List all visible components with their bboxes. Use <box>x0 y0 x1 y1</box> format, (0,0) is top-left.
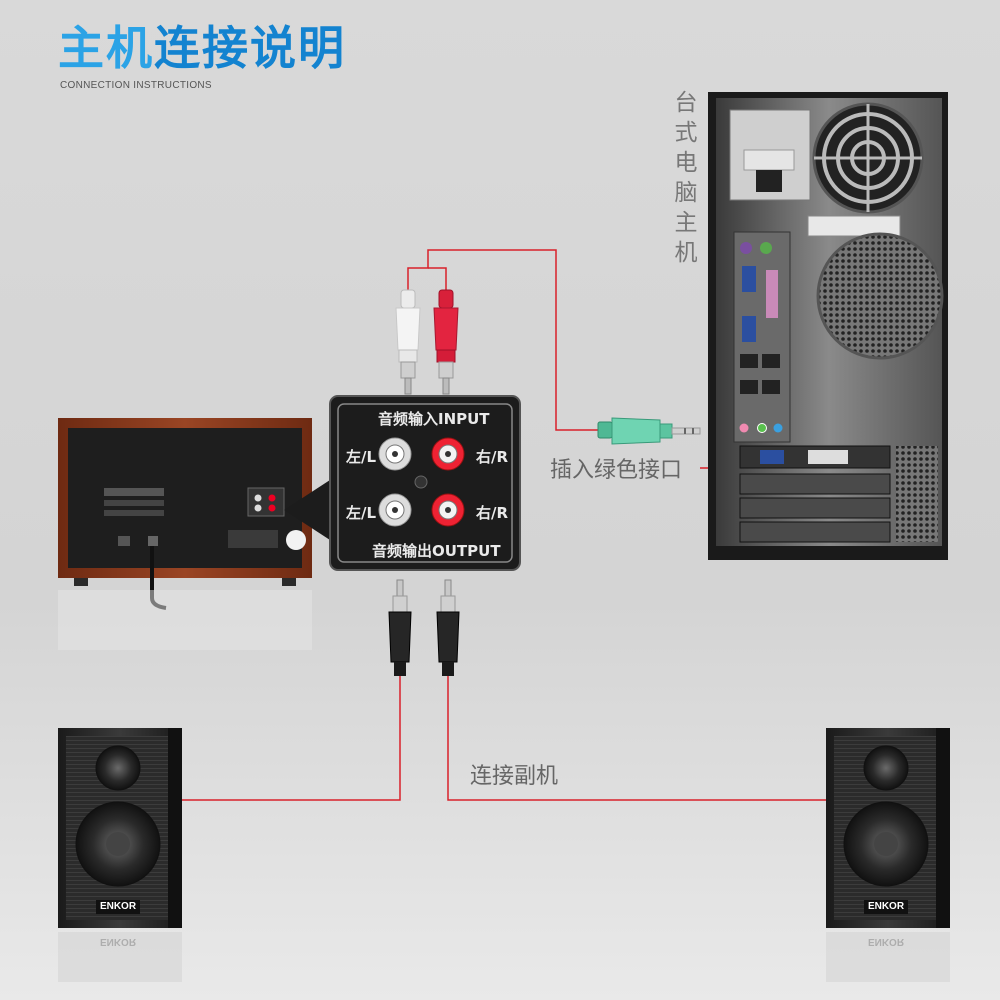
computer-tower-icon <box>708 92 948 560</box>
title-part-1: 主机 <box>58 21 154 75</box>
sub-unit-label: 连接副机 <box>470 764 559 789</box>
panel-left-top: 左/L <box>346 448 377 466</box>
speaker-left-brand: ENKOR <box>99 901 137 912</box>
panel-output-label: 音频输出OUTPUT <box>372 542 501 560</box>
page-subtitle: CONNECTION INSTRUCTIONS <box>60 80 212 91</box>
panel-input-label: 音频输入INPUT <box>378 410 490 428</box>
panel-left-bottom: 左/L <box>346 504 377 522</box>
computer-tower-label: 台式电脑主机 <box>674 90 698 266</box>
green-port-label: 插入绿色接口 <box>550 458 683 483</box>
speaker-right-brand-reflection: ENKOR <box>867 936 905 947</box>
wire-input <box>407 249 598 431</box>
wire-left-satellite <box>182 675 401 801</box>
speaker-right-brand: ENKOR <box>867 901 905 912</box>
satellite-speaker-left-icon <box>58 728 182 982</box>
rca-black-plug-left-icon <box>388 579 412 676</box>
audio-io-panel <box>329 395 521 571</box>
satellite-speaker-right-icon <box>826 728 950 982</box>
panel-right-top: 右/R <box>476 448 509 466</box>
callout-pointer <box>284 480 330 540</box>
rca-red-plug-icon <box>433 289 459 395</box>
rca-black-plug-right-icon <box>436 579 460 676</box>
wire-right-satellite <box>447 675 826 801</box>
page-title: 主机连接说明 <box>58 20 346 76</box>
rca-white-plug-icon <box>395 289 421 395</box>
title-part-2: 连接说明 <box>154 21 346 75</box>
subwoofer-icon <box>58 418 312 650</box>
panel-right-bottom: 右/R <box>476 504 509 522</box>
speaker-left-brand-reflection: ENKOR <box>99 936 137 947</box>
green-3.5mm-jack-icon <box>597 417 701 445</box>
